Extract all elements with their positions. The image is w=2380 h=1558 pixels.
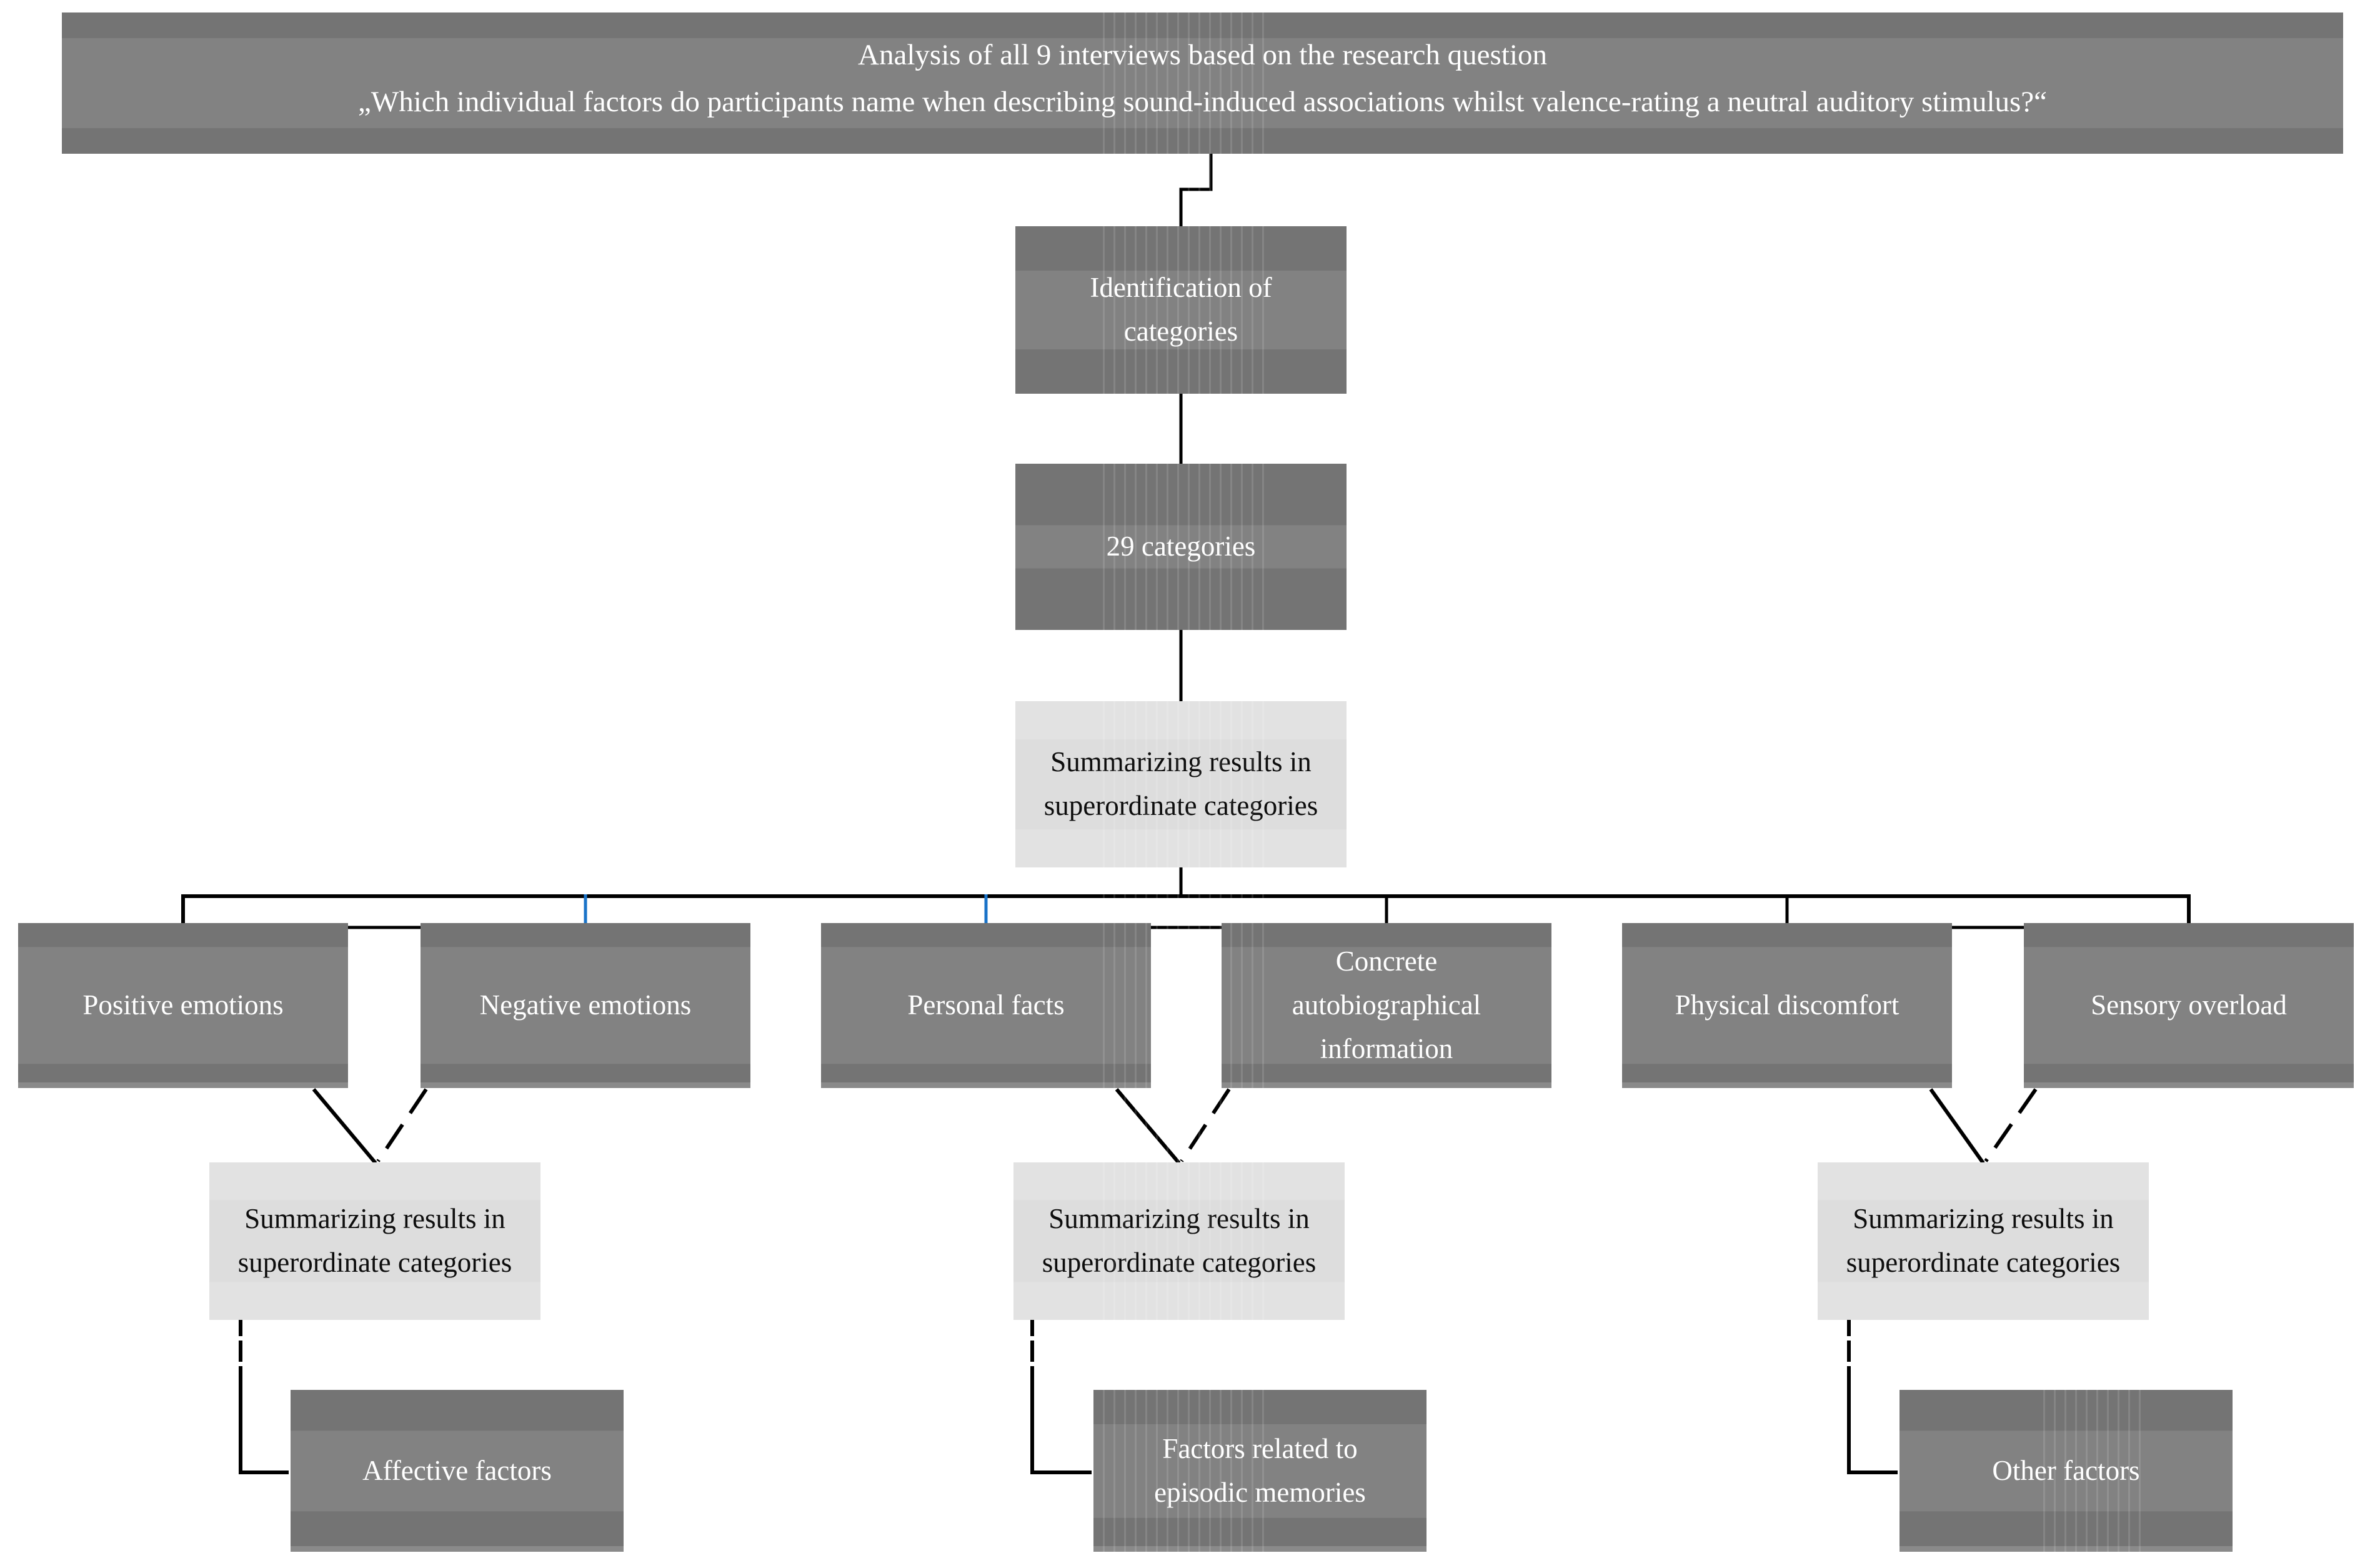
box-label: Affective factors xyxy=(362,1454,552,1486)
box-summarizing-top: Summarizing results in superordinate cat… xyxy=(1015,701,1347,867)
box-label: 29 categories xyxy=(1106,531,1256,562)
box-label: Summarizing results in superordinate cat… xyxy=(237,1203,512,1278)
box-bottom-strip xyxy=(1222,1082,1551,1088)
box-highlight-band xyxy=(1093,1424,1427,1518)
box-summarizing-left: Summarizing results in superordinate cat… xyxy=(209,1162,540,1320)
box-label: Other factors xyxy=(1992,1454,2140,1486)
box-personal-facts: Personal facts xyxy=(821,923,1151,1088)
banner-highlight-band xyxy=(62,37,2343,129)
merge-concrete-dashed xyxy=(1180,1088,1231,1162)
box-label: Summarizing results in superordinate cat… xyxy=(1043,746,1318,821)
box-label: Factors related to episodic memories xyxy=(1154,1432,1366,1508)
box-negative-emotions: Negative emotions xyxy=(421,923,750,1088)
research-question-banner: Analysis of all 9 interviews based on th… xyxy=(62,12,2343,154)
box-label: Negative emotions xyxy=(479,989,692,1021)
box-sensory-overload: Sensory overload xyxy=(2024,923,2354,1088)
banner-line-2: „Which individual factors do participant… xyxy=(357,86,2048,118)
box-label: Personal facts xyxy=(907,989,1065,1021)
box-label: Concrete autobiographical information xyxy=(1292,946,1481,1064)
box-highlight-band xyxy=(1818,1200,2149,1282)
box-label: Physical discomfort xyxy=(1675,989,1900,1021)
box-bottom-strip xyxy=(421,1082,750,1088)
box-highlight-band xyxy=(1622,947,1952,1064)
box-other-factors: Other factors xyxy=(1900,1390,2233,1552)
box-highlight-band xyxy=(18,947,348,1064)
elbow-to-other-factors xyxy=(1847,1320,1898,1474)
box-bottom-strip xyxy=(1900,1546,2233,1552)
box-concrete-autobiographical-information: Concrete autobiographical information xyxy=(1222,923,1551,1088)
box-highlight-band xyxy=(1222,947,1551,1064)
box-summarizing-right: Summarizing results in superordinate cat… xyxy=(1818,1162,2149,1320)
box-highlight-band xyxy=(421,947,750,1064)
box-bottom-strip xyxy=(2024,1082,2354,1088)
box-bottom-strip xyxy=(291,1546,624,1552)
box-bottom-strip xyxy=(1093,1546,1427,1552)
merge-physical-solid xyxy=(1929,1088,1985,1164)
merge-sensory-dashed xyxy=(1984,1088,2038,1162)
box-bottom-strip xyxy=(18,1082,348,1088)
merge-personal-solid xyxy=(1115,1088,1181,1164)
box-factors-episodic-memories: Factors related to episodic memories xyxy=(1093,1390,1427,1552)
box-highlight-band xyxy=(1013,1200,1345,1282)
merge-positive-solid xyxy=(312,1088,377,1164)
box-label: Summarizing results in superordinate cat… xyxy=(1846,1203,2121,1278)
box-highlight-band xyxy=(1900,1430,2233,1512)
box-label: Identification of categories xyxy=(1090,272,1272,347)
box-highlight-band xyxy=(1015,739,1347,829)
box-highlight-band xyxy=(821,947,1151,1064)
box-label: Sensory overload xyxy=(2091,989,2287,1021)
banner-line-1: Analysis of all 9 interviews based on th… xyxy=(858,38,1547,71)
distribution-line xyxy=(181,894,2191,923)
box-highlight-band xyxy=(2024,947,2354,1064)
merge-negative-dashed xyxy=(376,1088,428,1162)
box-bottom-strip xyxy=(821,1082,1151,1088)
box-identification-of-categories: Identification of categories xyxy=(1015,226,1347,394)
box-highlight-band xyxy=(1015,271,1347,349)
box-affective-factors: Affective factors xyxy=(291,1390,624,1552)
box-highlight-band xyxy=(291,1430,624,1512)
elbow-to-episodic-factors xyxy=(1030,1320,1092,1474)
box-highlight-band xyxy=(209,1200,540,1282)
box-positive-emotions: Positive emotions xyxy=(18,923,348,1088)
banner-to-identification-connector xyxy=(1179,154,1213,226)
box-summarizing-middle: Summarizing results in superordinate cat… xyxy=(1013,1162,1345,1320)
box-29-categories: 29 categories xyxy=(1015,464,1347,630)
box-physical-discomfort: Physical discomfort xyxy=(1622,923,1952,1088)
box-label: Summarizing results in superordinate cat… xyxy=(1042,1203,1317,1278)
elbow-to-affective-factors xyxy=(239,1320,289,1474)
box-label: Positive emotions xyxy=(82,989,284,1021)
box-bottom-strip xyxy=(1622,1082,1952,1088)
box-highlight-band xyxy=(1015,525,1347,569)
